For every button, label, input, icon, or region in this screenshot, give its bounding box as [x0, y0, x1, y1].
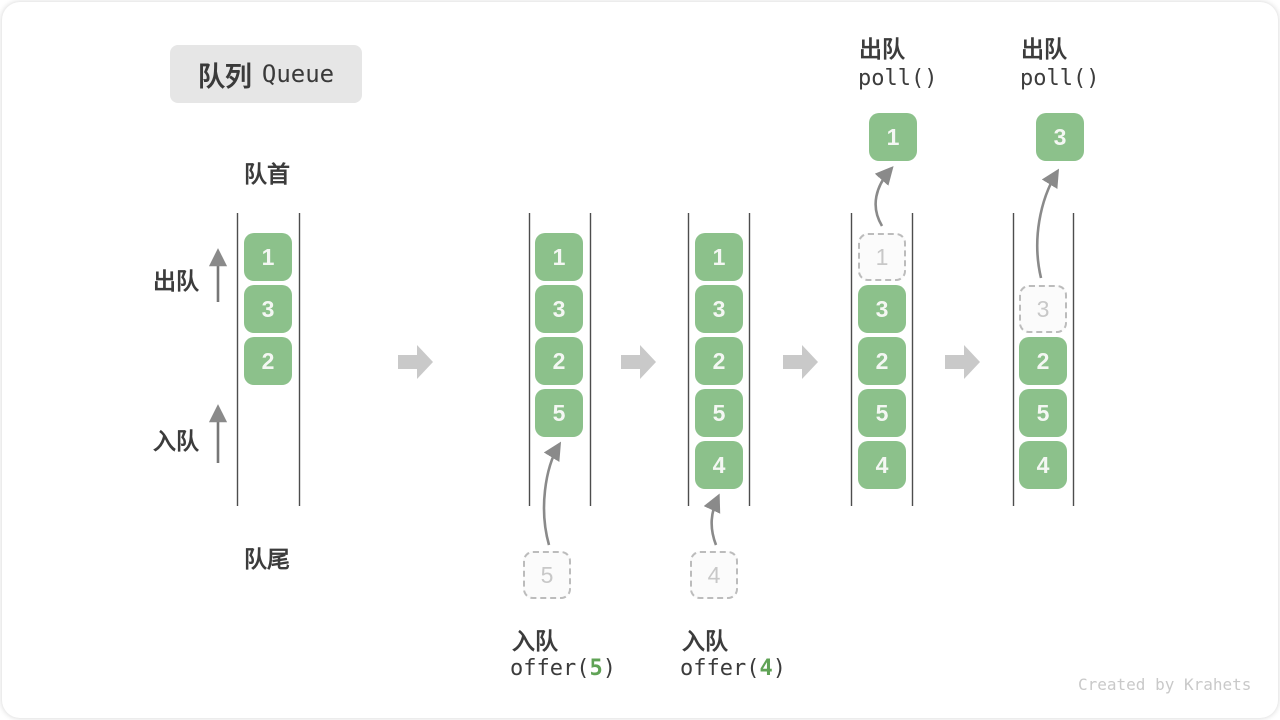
code-post: ) — [602, 656, 616, 681]
queue-cell: 4 — [858, 441, 906, 489]
enqueue-op-label: 入队 — [512, 628, 558, 654]
dequeue-side-label: 出队 — [153, 268, 199, 294]
queue-cell: 2 — [695, 337, 743, 385]
queue-cell: 2 — [244, 337, 292, 385]
incoming-ghost-cell: 5 — [523, 551, 571, 599]
enqueue-op-code: offer(5) — [510, 656, 616, 681]
code-pre: offer( — [510, 656, 590, 681]
dequeue-op-code: poll() — [858, 66, 938, 91]
queue-cell: 4 — [695, 441, 743, 489]
queue-cell: 5 — [858, 389, 906, 437]
enqueue-side-label: 入队 — [153, 428, 199, 454]
code-pre: offer( — [680, 656, 760, 681]
queue-cell: 1 — [695, 233, 743, 281]
title-en: Queue — [261, 60, 335, 88]
dequeued-ghost-cell: 1 — [858, 233, 906, 281]
queue-cell: 3 — [535, 285, 583, 333]
dequeued-value-cell: 3 — [1036, 113, 1084, 161]
queue-cell: 3 — [695, 285, 743, 333]
queue-cell: 1 — [535, 233, 583, 281]
queue-cell: 1 — [244, 233, 292, 281]
dequeue-op-code: poll() — [1020, 66, 1100, 91]
queue-cell: 3 — [858, 285, 906, 333]
queue-front-label: 队首 — [244, 161, 290, 187]
queue-cell: 5 — [1019, 389, 1067, 437]
queue-cell: 5 — [695, 389, 743, 437]
incoming-ghost-cell: 4 — [690, 551, 738, 599]
code-arg: 5 — [589, 656, 603, 681]
dequeued-value-cell: 1 — [869, 113, 917, 161]
dequeued-ghost-cell: 3 — [1019, 285, 1067, 333]
queue-cell: 5 — [535, 389, 583, 437]
title-badge: 队列 Queue — [170, 45, 362, 103]
code-arg: 4 — [759, 656, 773, 681]
queue-cell: 2 — [1019, 337, 1067, 385]
queue-rear-label: 队尾 — [244, 546, 290, 572]
enqueue-op-code: offer(4) — [680, 656, 786, 681]
code-post: ) — [772, 656, 786, 681]
watermark: Created by Krahets — [1078, 675, 1252, 694]
queue-cell: 3 — [244, 285, 292, 333]
title-zh: 队列 — [197, 61, 252, 92]
enqueue-op-label: 入队 — [682, 628, 728, 654]
dequeue-op-label: 出队 — [859, 36, 905, 62]
queue-cell: 2 — [535, 337, 583, 385]
dequeue-op-label: 出队 — [1021, 36, 1067, 62]
queue-cell: 2 — [858, 337, 906, 385]
queue-cell: 4 — [1019, 441, 1067, 489]
